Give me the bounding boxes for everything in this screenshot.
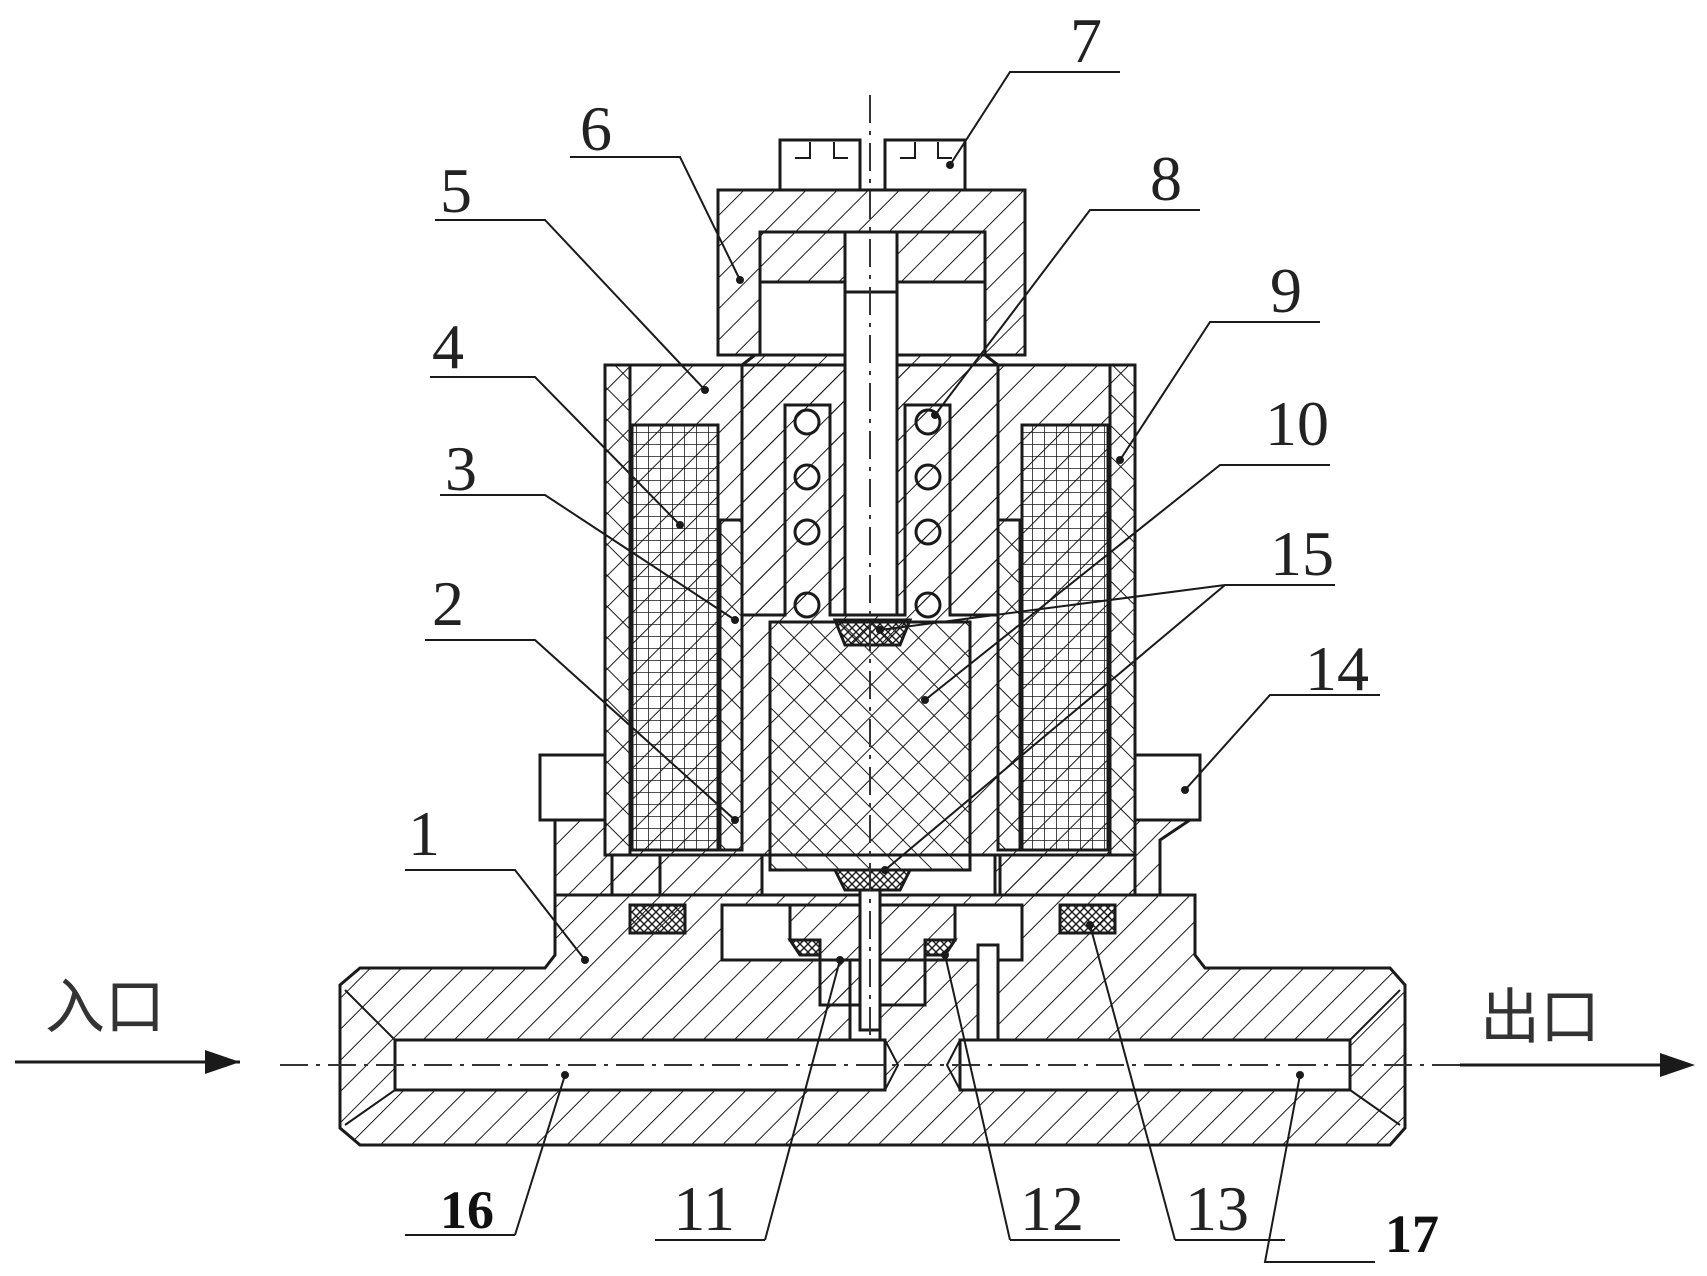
part-label-10: 10 bbox=[1265, 388, 1329, 459]
o-ring-left bbox=[628, 903, 687, 935]
sleeve-left bbox=[718, 518, 744, 852]
inlet-arrow bbox=[15, 1050, 240, 1074]
part-label-16: 16 bbox=[440, 1180, 494, 1240]
part-label-8: 8 bbox=[1150, 143, 1182, 214]
part-label-12: 12 bbox=[1020, 1173, 1084, 1244]
shell-right bbox=[1108, 363, 1137, 857]
outlet-arrow bbox=[1460, 1053, 1695, 1077]
part-label-5: 5 bbox=[440, 155, 472, 226]
mounting-lug-left bbox=[538, 753, 607, 822]
sleeve-right bbox=[996, 518, 1022, 852]
upper-seal bbox=[832, 618, 913, 647]
coil-right bbox=[1020, 423, 1110, 852]
lower-seal bbox=[832, 868, 913, 892]
part-label-1: 1 bbox=[408, 798, 440, 869]
top-cap bbox=[716, 138, 1027, 357]
mounting-lug-right bbox=[1133, 753, 1202, 822]
part-label-4: 4 bbox=[432, 311, 464, 382]
part-label-14: 14 bbox=[1305, 633, 1369, 704]
coil-left bbox=[630, 423, 720, 852]
leader-lines bbox=[405, 71, 1380, 1263]
part-label-15: 15 bbox=[1270, 518, 1334, 589]
inlet-label: 入口 bbox=[45, 973, 165, 1043]
part-label-3: 3 bbox=[445, 433, 477, 504]
outlet-label: 出口 bbox=[1480, 983, 1600, 1053]
part-label-17: 17 bbox=[1385, 1204, 1439, 1264]
part-label-11: 11 bbox=[673, 1173, 735, 1244]
pole-plate-left bbox=[610, 853, 764, 897]
part-label-9: 9 bbox=[1270, 255, 1302, 326]
shell-left bbox=[603, 363, 632, 857]
part-label-2: 2 bbox=[432, 568, 464, 639]
part-label-6: 6 bbox=[580, 93, 612, 164]
part-label-13: 13 bbox=[1185, 1173, 1249, 1244]
outlet-passage bbox=[976, 943, 1000, 1042]
nut bbox=[778, 138, 967, 192]
part-labels: 1 2 3 4 5 6 7 8 9 10 11 12 13 14 15 16 1… bbox=[408, 5, 1439, 1264]
part-label-7: 7 bbox=[1070, 5, 1102, 76]
pole-plate-right bbox=[993, 853, 1137, 897]
o-ring-right bbox=[1058, 903, 1117, 935]
